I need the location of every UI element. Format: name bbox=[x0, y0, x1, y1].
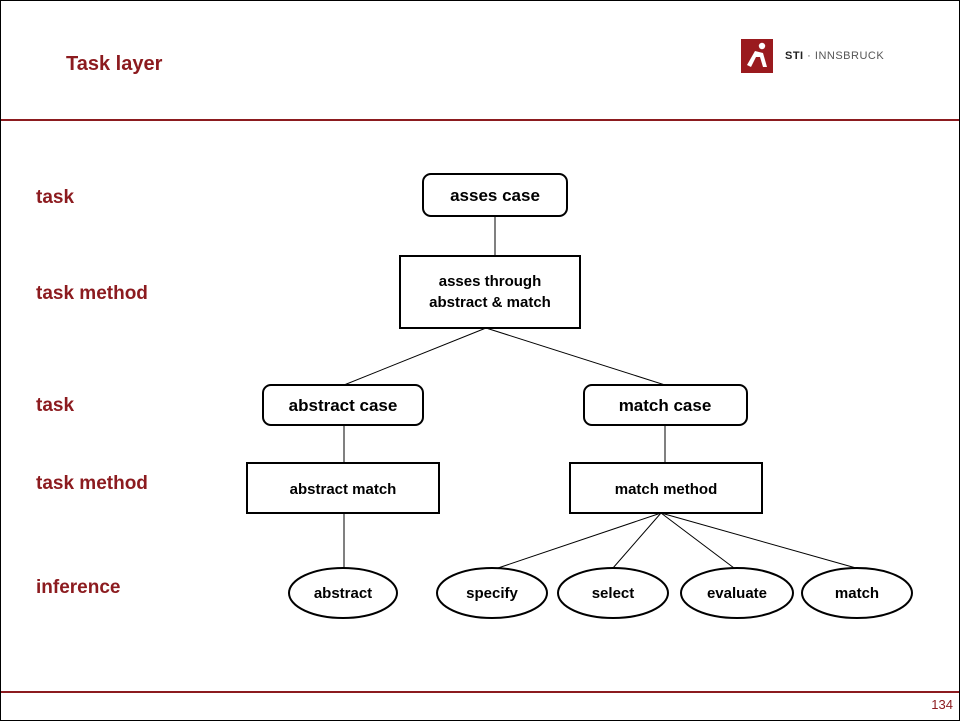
header-rule bbox=[1, 119, 959, 121]
node-asses-method-line2: abstract & match bbox=[429, 294, 551, 311]
node-asses-case-label: asses case bbox=[450, 186, 540, 205]
footer-rule bbox=[1, 691, 959, 693]
level-label-task: task bbox=[36, 395, 75, 416]
node-select: select bbox=[557, 567, 669, 619]
node-abstract-match: abstract match bbox=[246, 462, 440, 514]
node-asses-case: asses case bbox=[422, 173, 568, 217]
edge-match-method-to-select bbox=[612, 512, 662, 569]
node-abstract: abstract bbox=[288, 567, 398, 619]
node-evaluate-label: evaluate bbox=[707, 585, 767, 602]
node-abstract-case: abstract case bbox=[262, 384, 424, 426]
node-match-label: match bbox=[835, 585, 879, 602]
node-match-case: match case bbox=[583, 384, 748, 426]
node-match-case-label: match case bbox=[619, 396, 712, 415]
node-match: match bbox=[801, 567, 913, 619]
level-label-task: task bbox=[36, 187, 75, 208]
node-specify: specify bbox=[436, 567, 548, 619]
logo-text: STI · INNSBRUCK bbox=[785, 50, 884, 62]
logo-text-strong: STI bbox=[785, 50, 804, 62]
logo-mark-icon bbox=[741, 39, 773, 73]
node-match-method: match method bbox=[569, 462, 763, 514]
node-evaluate: evaluate bbox=[680, 567, 794, 619]
edge-method-to-abstract-case bbox=[343, 327, 487, 386]
logo-text-rest: · INNSBRUCK bbox=[803, 50, 885, 62]
node-asses-through-abstract-and-match: asses through abstract & match bbox=[399, 255, 581, 329]
edge-method-to-match-case bbox=[485, 327, 666, 386]
edge-match-method-to-match bbox=[660, 512, 857, 569]
node-select-label: select bbox=[592, 585, 635, 602]
node-asses-method-line1: asses through bbox=[439, 273, 542, 290]
level-label-inference: inference bbox=[36, 577, 121, 598]
node-abstract-case-label: abstract case bbox=[289, 396, 398, 415]
node-specify-label: specify bbox=[466, 585, 518, 602]
page-number: 134 bbox=[931, 697, 953, 712]
level-label-task-method: task method bbox=[36, 283, 148, 304]
level-label-task-method: task method bbox=[36, 473, 148, 494]
node-match-method-label: match method bbox=[615, 481, 718, 498]
node-abstract-match-label: abstract match bbox=[290, 481, 397, 498]
sti-innsbruck-logo: STI · INNSBRUCK bbox=[741, 39, 911, 89]
edge-match-method-to-evaluate bbox=[660, 512, 735, 569]
slide-title: Task layer bbox=[66, 53, 163, 75]
edge-match-method-to-specify bbox=[497, 512, 662, 569]
node-abstract-label: abstract bbox=[314, 585, 372, 602]
